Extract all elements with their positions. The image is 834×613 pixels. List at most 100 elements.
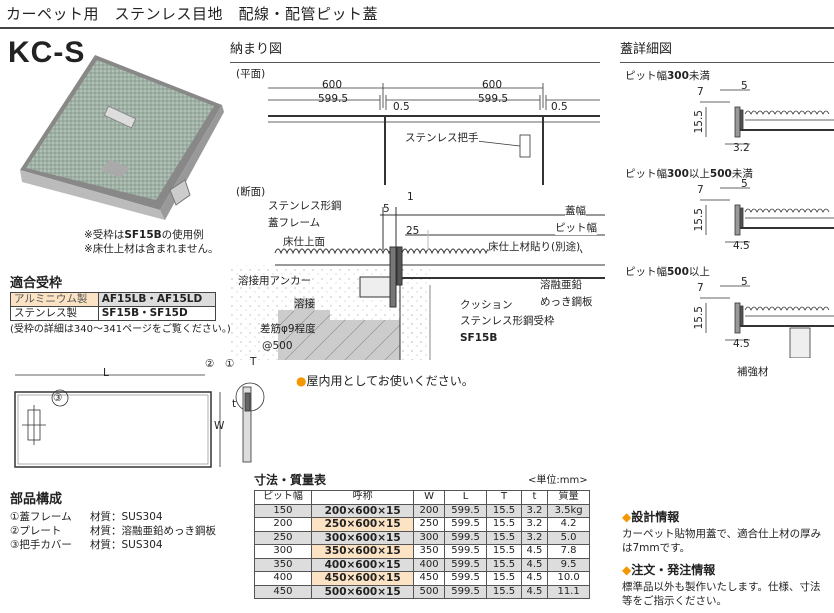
- table-cell: 599.5: [443, 557, 488, 572]
- table-cell: 3.5kg: [547, 503, 590, 518]
- design-info-text: カーペット貼物用蓋で、適合仕上材の厚みは7mmです。: [622, 528, 822, 554]
- photo-note-2: ※床仕上材は含まれません。: [84, 243, 219, 255]
- dim-5: 5: [741, 276, 748, 288]
- label-anchor: 溶接用アンカー: [238, 275, 312, 287]
- label-galvanized: めっき鋼板: [540, 296, 593, 308]
- table-cell: 599.5: [443, 530, 488, 545]
- table-cell: 4.2: [547, 517, 590, 532]
- design-info-title: ◆設計情報: [622, 510, 680, 524]
- table-title: 寸法・質量表: [254, 473, 327, 487]
- table-header: W: [413, 490, 445, 505]
- table-cell: 450: [413, 571, 445, 586]
- label-reinforcement: 補強材: [737, 366, 769, 378]
- table-cell: 15.5: [486, 544, 522, 559]
- page-header-title: カーペット用 ステンレス目地 配線・配管ピット蓋: [6, 5, 379, 23]
- table-cell: 15.5: [486, 571, 522, 586]
- dim-599-5: 599.5: [318, 93, 349, 105]
- table-cell: 250: [413, 517, 445, 532]
- table-cell: 450: [254, 584, 312, 599]
- plan-label: (平面): [236, 68, 266, 80]
- table-cell: 500: [413, 584, 445, 599]
- table-cell: 200: [254, 517, 312, 532]
- table-cell: 7.8: [547, 544, 590, 559]
- table-cell: 3.2: [520, 517, 549, 532]
- table-cell: 350: [254, 557, 312, 572]
- dim-25: 25: [406, 225, 420, 237]
- detail-drawing-3: [700, 285, 834, 358]
- lid-drawing: [14, 374, 265, 468]
- fit-frames-note: (受枠の詳細は340～341ページをご覧ください。): [10, 324, 231, 335]
- fit-models: SF15B・SF15D: [97, 306, 217, 321]
- photo-note-1: ※受枠はSF15Bの使用例: [84, 229, 204, 241]
- fit-material: アルミニウム製: [10, 292, 99, 307]
- table-cell: 599.5: [443, 571, 488, 586]
- table-cell: 200×600×15: [310, 503, 415, 518]
- dim-t: 4.5: [733, 338, 750, 350]
- diamond-icon: ◆: [622, 563, 632, 577]
- table-cell: 4.5: [520, 571, 549, 586]
- table-cell: 400: [413, 557, 445, 572]
- table-cell: 450×600×15: [310, 571, 415, 586]
- table-cell: 250: [254, 530, 312, 545]
- table-cell: 3.2: [520, 530, 549, 545]
- table-cell: 4.5: [520, 557, 549, 572]
- table-header: L: [443, 490, 488, 505]
- dim-5: 5: [383, 203, 390, 215]
- label-receiver: ステンレス形鋼受枠: [460, 315, 555, 327]
- table-cell: 200: [413, 503, 445, 518]
- dim-t: 3.2: [733, 142, 750, 154]
- dim-15-5: 15.5: [693, 110, 705, 134]
- order-info-title: ◆注文・発注情報: [622, 563, 716, 577]
- label-rebar-pitch: @500: [262, 340, 293, 352]
- parts-item: ②プレート材質：溶融亜鉛めっき鋼板: [10, 525, 216, 537]
- dim-t: 4.5: [733, 240, 750, 252]
- table-cell: 300: [413, 530, 445, 545]
- fit-frames-title: 適合受枠: [10, 276, 63, 291]
- table-cell: 15.5: [486, 517, 522, 532]
- parts-list: ①蓋フレーム材質：SUS304 ②プレート材質：溶融亜鉛めっき鋼板 ③把手カバー…: [10, 510, 216, 552]
- table-cell: 150: [254, 503, 312, 518]
- detail-3-label: ピット幅500以上: [625, 266, 710, 278]
- table-cell: 3.2: [520, 503, 549, 518]
- table-cell: 11.1: [547, 584, 590, 599]
- detail-drawing-2: [700, 187, 834, 243]
- dim-599-5: 599.5: [478, 93, 509, 105]
- detail-drawing-1: [700, 89, 834, 145]
- table-header: ピット幅: [254, 490, 312, 505]
- table-cell: 15.5: [486, 557, 522, 572]
- table-header: 呼称: [310, 490, 415, 505]
- parts-item: ①蓋フレーム材質：SUS304: [10, 511, 163, 523]
- detail-divider: [620, 62, 834, 63]
- label-weld: 溶接: [294, 298, 315, 311]
- table-cell: 300×600×15: [310, 530, 415, 545]
- order-info-text: 標準品以外も製作いたします。仕様、寸法等をご指示ください。: [622, 581, 821, 607]
- table-cell: 15.5: [486, 584, 522, 599]
- label-floor-surface: 床仕上面: [283, 236, 325, 248]
- table-cell: 250×600×15: [310, 517, 415, 532]
- callout-3: ③: [53, 392, 63, 404]
- product-photo: [20, 55, 224, 220]
- fit-material: ステンレス製: [10, 306, 99, 321]
- dim-600: 600: [482, 79, 503, 91]
- model-name: KC-S: [8, 36, 86, 69]
- table-cell: 599.5: [443, 584, 488, 599]
- table-header: t: [520, 490, 549, 505]
- label-frame: 蓋フレーム: [268, 217, 321, 229]
- detail-2-label: ピット幅300以上500未満: [625, 168, 753, 180]
- table-cell: 599.5: [443, 517, 488, 532]
- detail-1-label: ピット幅300未満: [625, 70, 710, 82]
- dim-0-5: 0.5: [393, 101, 410, 113]
- dim-7: 7: [697, 86, 704, 98]
- dim-600: 600: [322, 79, 343, 91]
- dim-15-5: 15.5: [693, 306, 705, 330]
- table-cell: 4.5: [520, 544, 549, 559]
- section-drawing: [230, 207, 605, 360]
- table-cell: 599.5: [443, 503, 488, 518]
